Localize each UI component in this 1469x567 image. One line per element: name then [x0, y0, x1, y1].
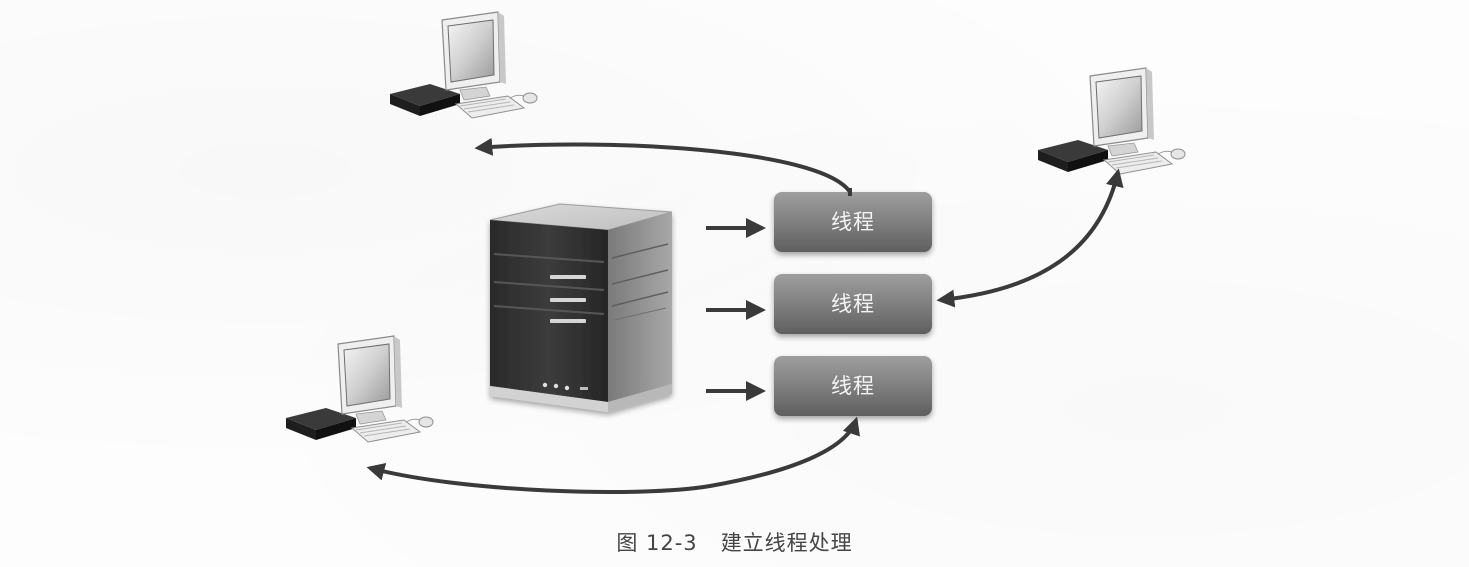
client-computer-right-icon	[1037, 67, 1186, 175]
server-icon	[489, 203, 673, 412]
client-computer-top-left-icon	[389, 11, 538, 119]
thread-box-2: 线程	[774, 274, 932, 334]
figure-title: 建立线程处理	[720, 531, 853, 555]
client-computer-bottom-left-icon	[285, 335, 434, 443]
thread-box-2-label: 线程	[831, 292, 875, 316]
figure-number: 图 12-3	[616, 531, 698, 555]
figure-caption: 图 12-3 建立线程处理	[0, 527, 1469, 557]
thread-diagram: 线程 线程 线程	[285, 11, 1186, 494]
thread-box-3: 线程	[774, 356, 932, 416]
thread-box-1: 线程	[774, 192, 932, 252]
thread-1-to-client-top-arrow	[474, 137, 852, 194]
thread-2-client-right-arrow	[936, 168, 1124, 308]
thread-box-3-label: 线程	[831, 374, 875, 398]
thread-box-1-label: 线程	[831, 210, 875, 234]
thread-3-client-bottom-arrow	[366, 416, 860, 494]
